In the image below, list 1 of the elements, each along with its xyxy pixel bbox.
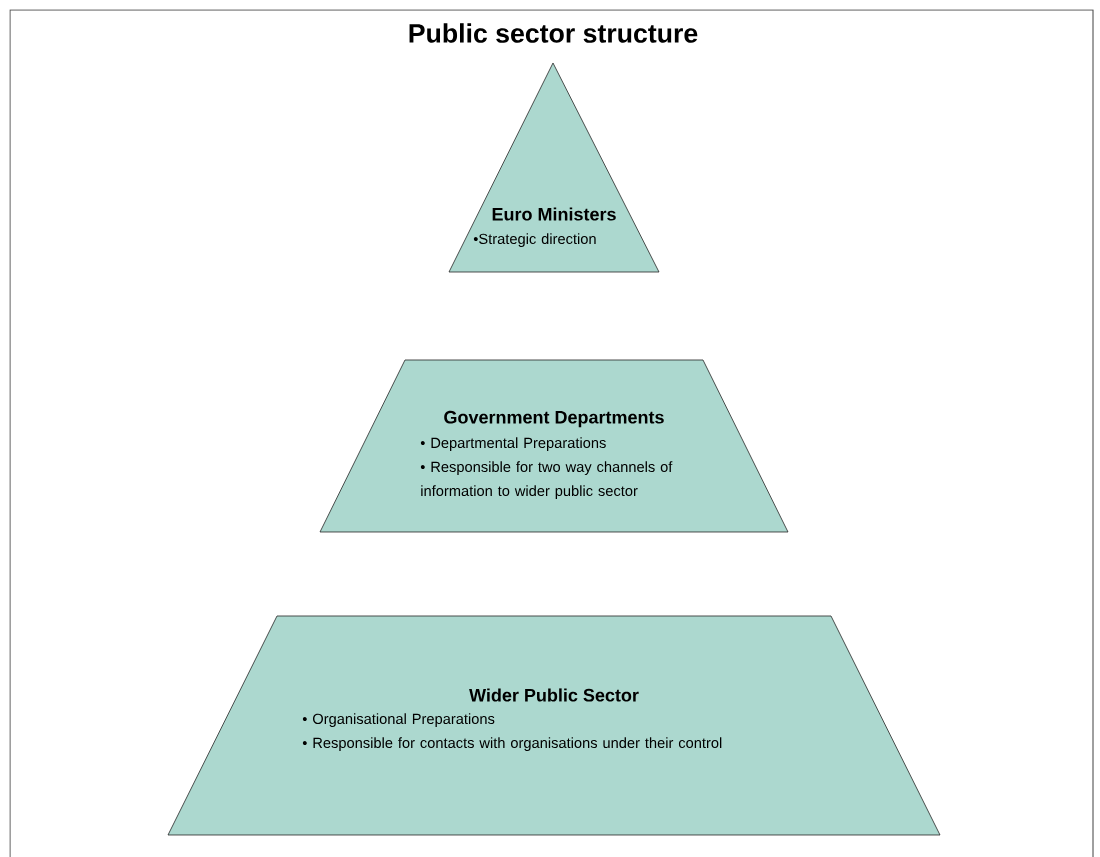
title: Public sector structure — [409, 23, 698, 43]
